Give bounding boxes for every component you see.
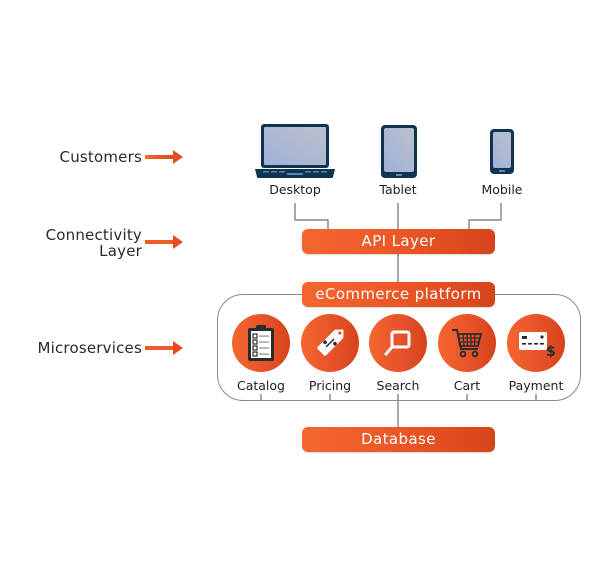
service-payment: $ Payment bbox=[501, 314, 571, 393]
search-icon bbox=[384, 330, 411, 356]
service-circle bbox=[369, 314, 427, 372]
service-circle bbox=[232, 314, 290, 372]
device-label-desktop: Desktop bbox=[269, 182, 321, 197]
tablet-icon bbox=[381, 125, 417, 178]
shopping-cart-icon bbox=[452, 329, 483, 358]
label-connectivity-line1: Connectivity bbox=[45, 226, 142, 244]
connector-desktop-api bbox=[294, 203, 329, 229]
connector-mobile-api bbox=[468, 203, 502, 229]
service-catalog: Catalog bbox=[226, 314, 296, 393]
label-microservices: Microservices bbox=[37, 339, 142, 357]
arrow-right-icon bbox=[145, 341, 183, 355]
service-pricing: Pricing bbox=[295, 314, 365, 393]
service-label-catalog: Catalog bbox=[236, 378, 285, 393]
arrow-right-icon bbox=[145, 235, 183, 249]
label-connectivity-line2: Layer bbox=[99, 242, 142, 260]
database-bar: Database bbox=[302, 427, 495, 452]
api-layer-bar: API Layer bbox=[302, 229, 495, 254]
service-cart: Cart bbox=[432, 314, 502, 393]
credit-card-dollar-icon: $ bbox=[519, 332, 555, 358]
svg-text:$: $ bbox=[546, 344, 555, 358]
service-label-payment: Payment bbox=[508, 378, 564, 393]
arrow-right-icon bbox=[145, 150, 183, 164]
device-label-tablet: Tablet bbox=[379, 182, 417, 197]
device-label-mobile: Mobile bbox=[481, 182, 523, 197]
service-circle bbox=[438, 314, 496, 372]
service-search: Search bbox=[363, 314, 433, 393]
service-circle bbox=[301, 314, 359, 372]
laptop-icon bbox=[255, 124, 335, 178]
clipboard-checklist-icon bbox=[248, 325, 274, 361]
price-tag-percent-icon bbox=[317, 329, 344, 356]
ecommerce-platform-bar: eCommerce platform bbox=[302, 282, 495, 307]
label-customers: Customers bbox=[59, 148, 142, 166]
service-label-search: Search bbox=[376, 378, 420, 393]
smartphone-icon bbox=[490, 129, 514, 174]
label-connectivity-layer: Connectivity Layer bbox=[46, 227, 142, 259]
service-label-cart: Cart bbox=[453, 378, 481, 393]
service-circle: $ bbox=[507, 314, 565, 372]
service-label-pricing: Pricing bbox=[308, 378, 352, 393]
